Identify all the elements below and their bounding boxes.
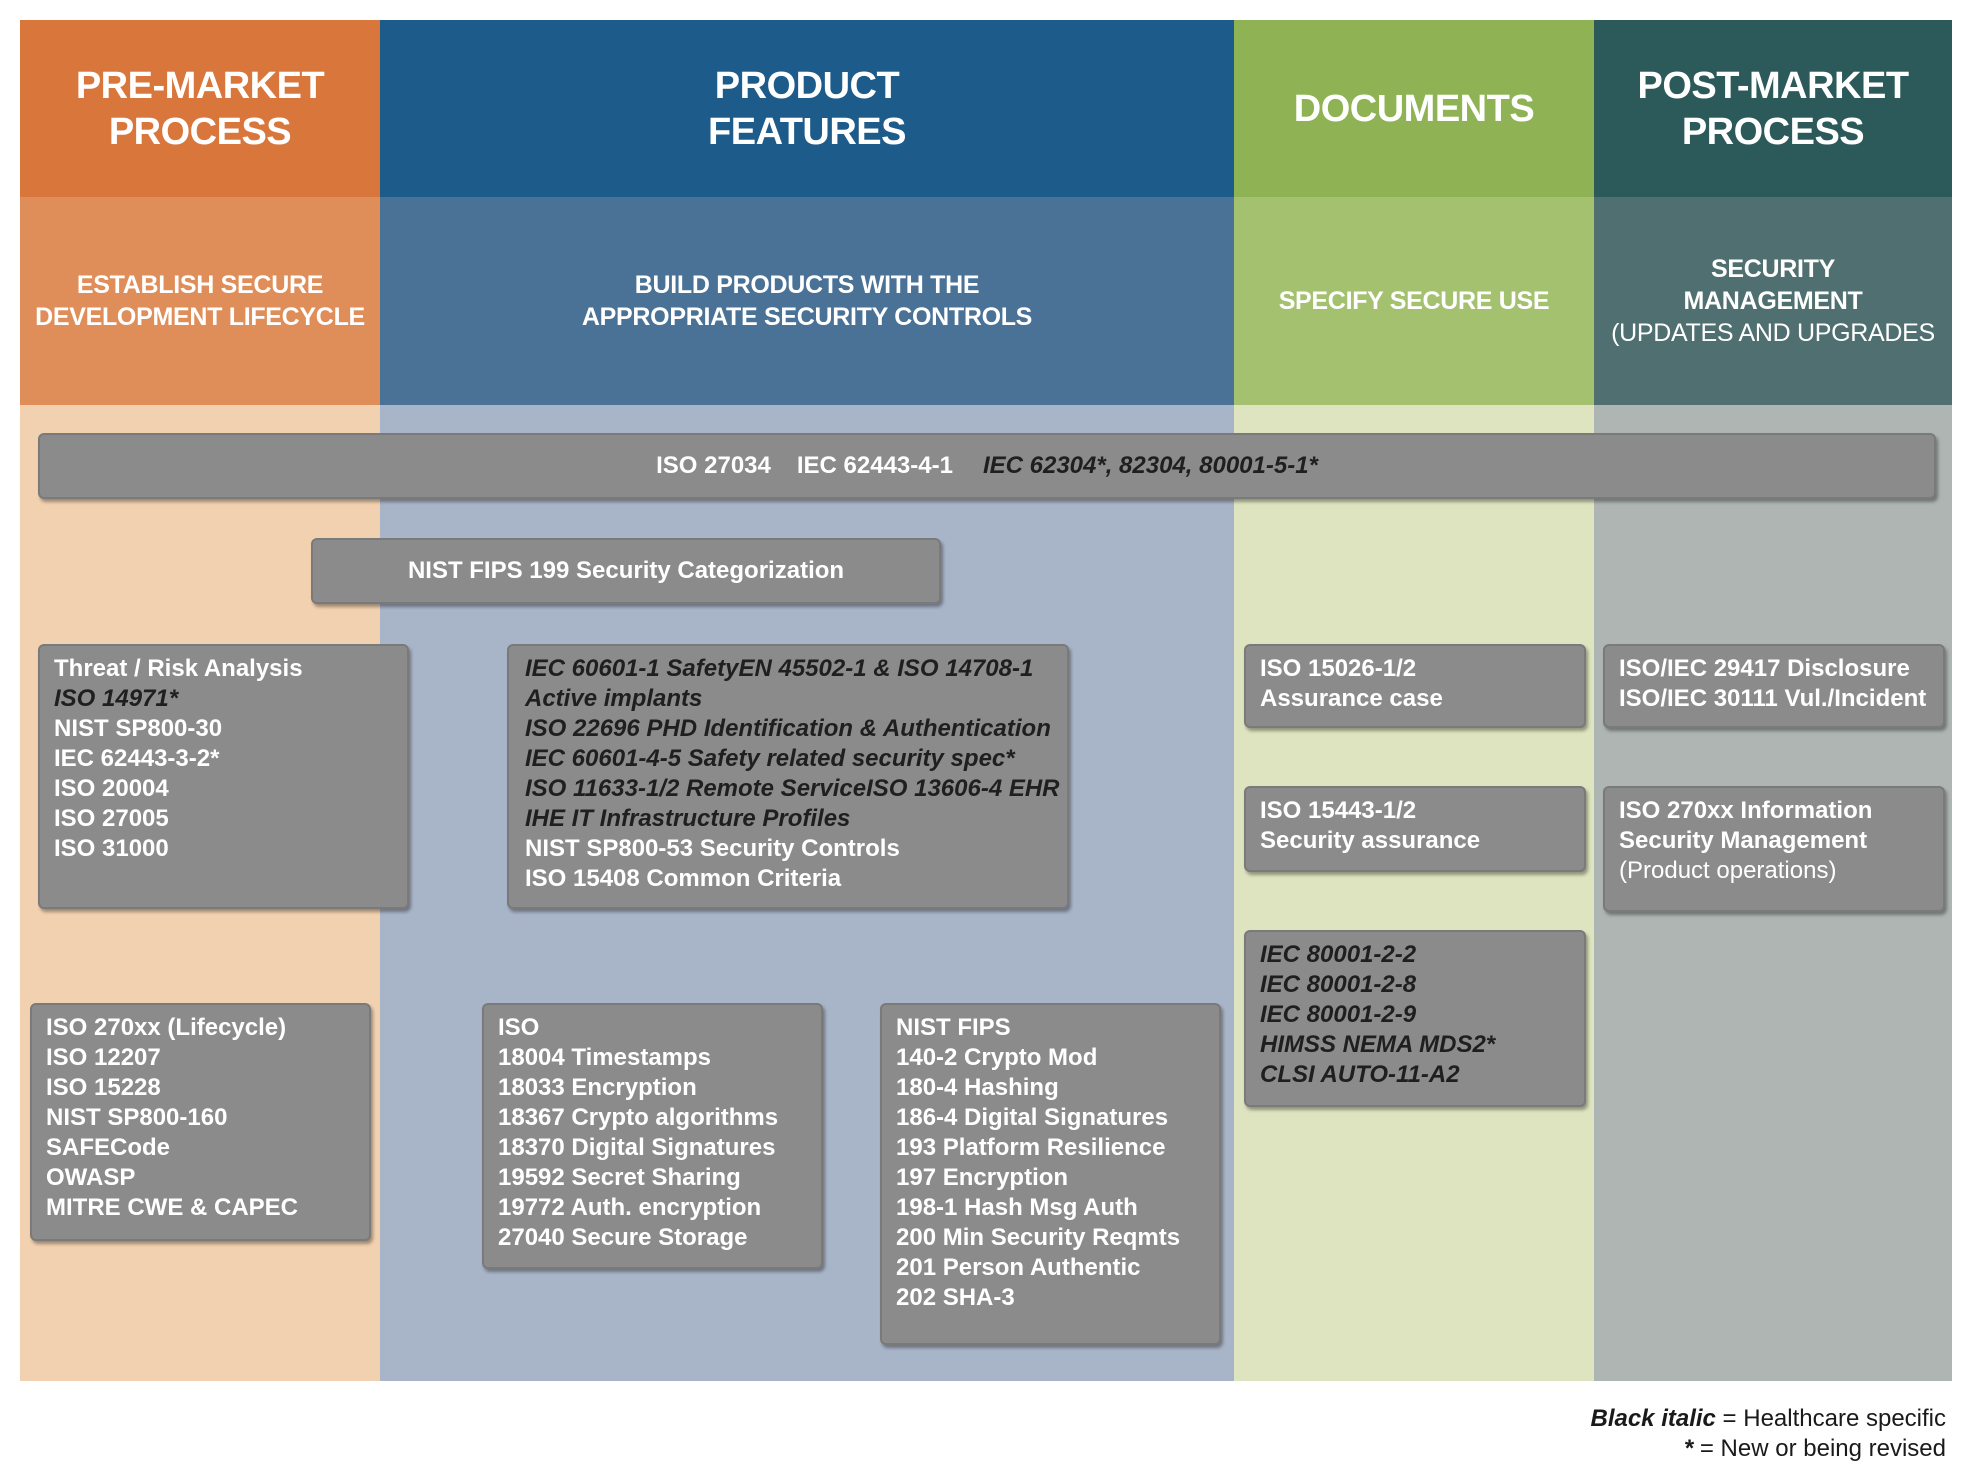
list-item: ISO 12207 — [46, 1044, 161, 1071]
list-item: ISO 20004 — [54, 775, 169, 802]
disclosure-box: ISO/IEC 29417 Disclosure ISO/IEC 30111 V… — [1603, 644, 1945, 728]
lifecycle-box: ISO 270xx (Lifecycle) ISO 12207 ISO 1522… — [30, 1003, 371, 1241]
list-item: IEC 80001-2-2 — [1260, 941, 1417, 968]
column-documents: DOCUMENTS SPECIFY SECURE USE — [1234, 20, 1594, 1381]
fips-199-bar: NIST FIPS 199 Security Categorization — [311, 538, 941, 604]
list-item: Security assurance — [1260, 827, 1481, 854]
legend-star-row: * = New or being revised — [1590, 1434, 1946, 1464]
column-body-documents — [1234, 405, 1594, 1381]
list-item: IEC 80001-2-8 — [1260, 971, 1417, 998]
list-item: 200 Min Security Reqmts — [896, 1224, 1181, 1251]
list-item: 18033 Encryption — [498, 1074, 697, 1101]
subtitle-security-management: SECURITY MANAGEMENT — [1683, 255, 1863, 315]
list-item: 202 SHA-3 — [896, 1284, 1015, 1311]
list-item: ISO 11633-1/2 Remote ServiceISO 13606-4 … — [525, 775, 1060, 802]
legend: Black italic = Healthcare specific * = N… — [1590, 1404, 1946, 1464]
legend-italic-key: Black italic — [1590, 1405, 1716, 1432]
list-item: IEC 60601-1 SafetyEN 45502-1 & ISO 14708… — [525, 655, 1034, 682]
list-item: 186-4 Digital Signatures — [896, 1104, 1169, 1131]
legend-italic-row: Black italic = Healthcare specific — [1590, 1404, 1946, 1434]
list-item: 180-4 Hashing — [896, 1074, 1059, 1101]
list-item: ISO 15443-1/2 — [1260, 797, 1417, 824]
security-assurance-box: ISO 15443-1/2 Security assurance — [1244, 786, 1586, 872]
list-item: ISO 31000 — [54, 835, 169, 862]
list-item: 18370 Digital Signatures — [498, 1134, 776, 1161]
list-item: NIST FIPS — [896, 1014, 1011, 1041]
list-item: Active implants — [525, 685, 703, 712]
bar-item-iso-27034: ISO 27034 — [656, 452, 771, 479]
list-item: ISO 22696 PHD Identification & Authentic… — [525, 715, 1051, 742]
assurance-case-box: ISO 15026-1/2 Assurance case — [1244, 644, 1586, 728]
bar-item-iec-62304: IEC 62304*, 82304, 80001-5-1* — [982, 452, 1318, 479]
list-item: SAFECode — [46, 1134, 171, 1161]
list-item: NIST SP800-30 — [54, 715, 223, 742]
list-item: 197 Encryption — [896, 1164, 1069, 1191]
list-item: Assurance case — [1260, 685, 1443, 712]
list-item: IEC 80001-2-9 — [1260, 1001, 1417, 1028]
list-item: ISO/IEC 30111 Vul./Incident — [1619, 685, 1927, 712]
list-item: ISO — [498, 1014, 540, 1041]
column-title-post-market: POST-MARKET PROCESS — [1594, 20, 1952, 197]
column-title-documents: DOCUMENTS — [1234, 20, 1594, 197]
list-item: 18367 Crypto algorithms — [498, 1104, 779, 1131]
list-item: OWASP — [46, 1164, 136, 1191]
list-item: ISO 27005 — [54, 805, 169, 832]
list-item: NIST SP800-53 Security Controls — [525, 835, 900, 862]
legend-italic-desc: = Healthcare specific — [1715, 1405, 1946, 1432]
list-item: 201 Person Authentic — [896, 1254, 1141, 1281]
list-item: NIST SP800-160 — [46, 1104, 228, 1131]
iso-crypto-box: ISO 18004 Timestamps 18033 Encryption 18… — [482, 1003, 823, 1269]
list-item: IHE IT Infrastructure Profiles — [525, 805, 851, 832]
list-item: 19592 Secret Sharing — [498, 1164, 741, 1191]
column-subtitle-product-features: BUILD PRODUCTS WITH THE APPROPRIATE SECU… — [380, 197, 1234, 405]
column-title-product-features: PRODUCT FEATURES — [380, 20, 1234, 197]
list-item: CLSI AUTO-11-A2 — [1260, 1061, 1460, 1088]
iec-80001-box: IEC 80001-2-2 IEC 80001-2-8 IEC 80001-2-… — [1244, 930, 1586, 1107]
column-subtitle-pre-market: ESTABLISH SECURE DEVELOPMENT LIFECYCLE — [20, 197, 380, 405]
fips-199-label: NIST FIPS 199 Security Categorization — [407, 557, 845, 584]
list-item: Security Management — [1619, 827, 1868, 854]
list-item: ISO 270xx Information — [1619, 797, 1873, 824]
list-item: (Product operations) — [1619, 857, 1837, 884]
list-item: ISO 270xx (Lifecycle) — [46, 1014, 287, 1041]
list-item: MITRE CWE & CAPEC — [46, 1194, 298, 1221]
list-item: ISO/IEC 29417 Disclosure — [1619, 655, 1910, 682]
list-item: ISO 14971* — [54, 685, 179, 712]
subtitle-updates-upgrades: (UPDATES AND UPGRADES — [1611, 319, 1935, 347]
legend-star-desc: = New or being revised — [1693, 1435, 1946, 1462]
bar-item-iec-62443-4-1: IEC 62443-4-1 — [796, 452, 953, 479]
legend-star-key: * — [1683, 1435, 1694, 1462]
list-item: IEC 60601-4-5 Safety related security sp… — [525, 745, 1015, 772]
column-subtitle-documents: SPECIFY SECURE USE — [1234, 197, 1594, 405]
list-item: 27040 Secure Storage — [498, 1224, 748, 1251]
column-title-pre-market: PRE-MARKET PROCESS — [20, 20, 380, 197]
list-item: ISO 15228 — [46, 1074, 161, 1101]
list-item: 19772 Auth. encryption — [498, 1194, 762, 1221]
nist-fips-box: NIST FIPS 140-2 Crypto Mod 180-4 Hashing… — [880, 1003, 1221, 1345]
threat-risk-analysis-box: Threat / Risk Analysis ISO 14971* NIST S… — [38, 644, 409, 909]
list-item: 193 Platform Resilience — [896, 1134, 1166, 1161]
infosec-management-box: ISO 270xx Information Security Managemen… — [1603, 786, 1945, 912]
list-item: ISO 15408 Common Criteria — [525, 865, 842, 892]
list-item: 140-2 Crypto Mod — [896, 1044, 1098, 1071]
list-item: IEC 62443-3-2* — [54, 745, 220, 772]
list-item: 198-1 Hash Msg Auth — [896, 1194, 1138, 1221]
column-subtitle-post-market: SECURITY MANAGEMENT (UPDATES AND UPGRADE… — [1594, 197, 1952, 405]
list-item: ISO 15026-1/2 — [1260, 655, 1417, 682]
top-standards-bar: ISO 27034 IEC 62443-4-1 IEC 62304*, 8230… — [38, 433, 1936, 499]
list-item: HIMSS NEMA MDS2* — [1260, 1031, 1496, 1058]
iec-60601-box: IEC 60601-1 SafetyEN 45502-1 & ISO 14708… — [507, 644, 1069, 909]
list-item: Threat / Risk Analysis — [54, 655, 303, 682]
list-item: 18004 Timestamps — [498, 1044, 712, 1071]
